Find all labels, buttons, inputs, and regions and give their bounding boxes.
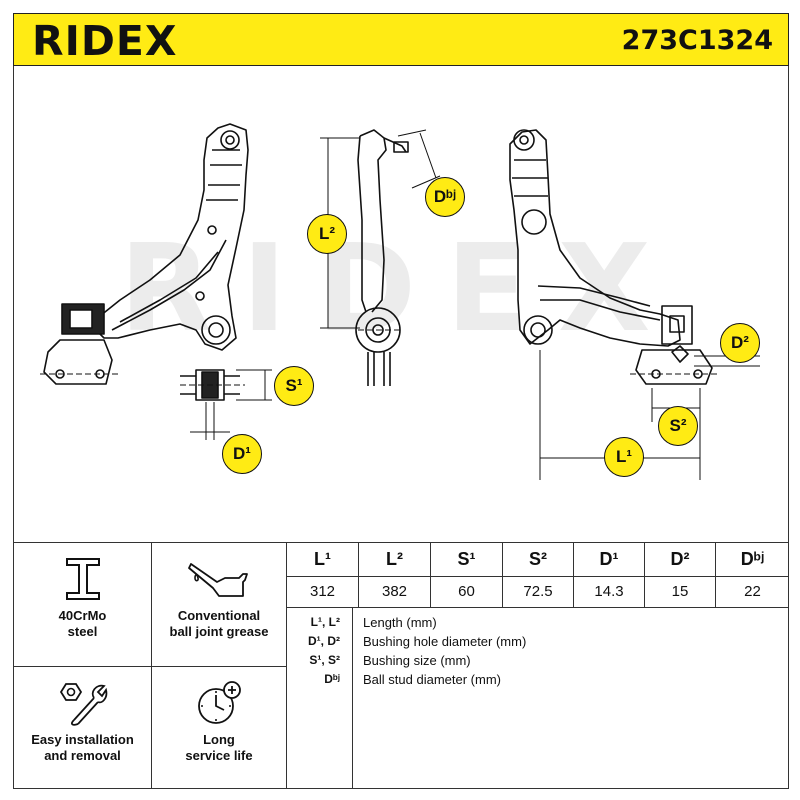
badge-l1: L¹	[604, 437, 644, 477]
feature-installation: Easy installation and removal	[14, 680, 151, 764]
spec-col-divider	[644, 542, 645, 607]
technical-drawing: RIDEX	[40, 123, 760, 480]
feature-label-line2: ball joint grease	[169, 624, 269, 639]
legend-divider	[352, 607, 353, 789]
feature-label-line2: steel	[67, 624, 98, 639]
left-control-arm-view	[40, 123, 272, 440]
spec-value-d1: 14.3	[594, 583, 624, 600]
badge-d1: D¹	[222, 434, 262, 474]
brand-logo: RIDEX	[32, 17, 178, 65]
spec-value-l2: 382	[381, 583, 408, 600]
grease-can-icon	[188, 563, 248, 597]
middle-side-view	[320, 129, 441, 386]
clock-plus-icon	[198, 681, 241, 724]
spec-header-l1: L¹	[314, 549, 331, 569]
spec-header-l2: L²	[386, 549, 403, 569]
part-number: 273C1324	[621, 25, 773, 56]
spec-col-divider	[358, 542, 359, 607]
spec-value-l1: 312	[309, 583, 336, 600]
right-control-arm-view	[509, 129, 760, 480]
spec-col-divider	[573, 542, 574, 607]
legend-key: Dᵇʲ	[324, 672, 340, 686]
legend-description: Bushing hole diameter (mm)	[363, 634, 527, 649]
spec-value-d2: 15	[671, 583, 689, 600]
feature-service-life: Long service life	[152, 680, 286, 764]
feature-label-line2: and removal	[44, 748, 121, 763]
spec-header-s1: S¹	[457, 549, 476, 569]
spec-col-divider	[502, 542, 503, 607]
feature-col-divider-1	[151, 542, 152, 789]
feature-grease: Conventional ball joint grease	[152, 556, 286, 640]
feature-label-line1: Conventional	[177, 608, 261, 623]
badge-s2: S²	[658, 406, 698, 446]
watermark: RIDEX	[119, 220, 680, 359]
spec-header-d1: D¹	[599, 549, 619, 569]
legend-description: Ball stud diameter (mm)	[363, 672, 501, 687]
legend-description: Bushing size (mm)	[363, 653, 471, 668]
legend-key: D¹, D²	[308, 634, 340, 648]
content-frame	[13, 66, 789, 789]
feature-row-divider	[13, 666, 286, 667]
feature-label-line1: 40CrMo	[58, 608, 107, 623]
badge-l2: L²	[307, 214, 347, 254]
spec-col-divider	[715, 542, 716, 607]
spec-header-s2: S²	[529, 549, 547, 569]
spec-value-dbj: 22	[744, 583, 761, 600]
legend-description: Length (mm)	[363, 615, 437, 630]
spec-col-divider	[430, 542, 431, 607]
i-beam-steel-icon	[65, 558, 100, 600]
nut-wrench-icon	[59, 683, 107, 726]
spec-header-d2: D²	[670, 549, 690, 569]
spec-header-divider	[286, 576, 789, 577]
feature-label-line1: Easy installation	[31, 732, 134, 747]
spec-header-dbj: Dᵇʲ	[740, 549, 765, 569]
feature-label-line2: service life	[185, 748, 253, 763]
feature-steel: 40CrMo steel	[14, 556, 151, 640]
feature-label-line1: Long	[203, 732, 235, 747]
spec-value-s1: 60	[458, 583, 475, 600]
badge-s1: S¹	[274, 366, 314, 406]
legend-key: L¹, L²	[310, 615, 340, 629]
table-top-border	[13, 542, 789, 543]
spec-values-divider	[286, 607, 789, 608]
spec-value-s2: 72.5	[523, 583, 553, 600]
legend-key: S¹, S²	[309, 653, 340, 667]
badge-dbj: Dᵇʲ	[425, 177, 465, 217]
badge-d2: D²	[720, 323, 760, 363]
feature-col-divider-2	[286, 542, 287, 789]
header-bar: RIDEX 273C1324	[13, 13, 789, 66]
